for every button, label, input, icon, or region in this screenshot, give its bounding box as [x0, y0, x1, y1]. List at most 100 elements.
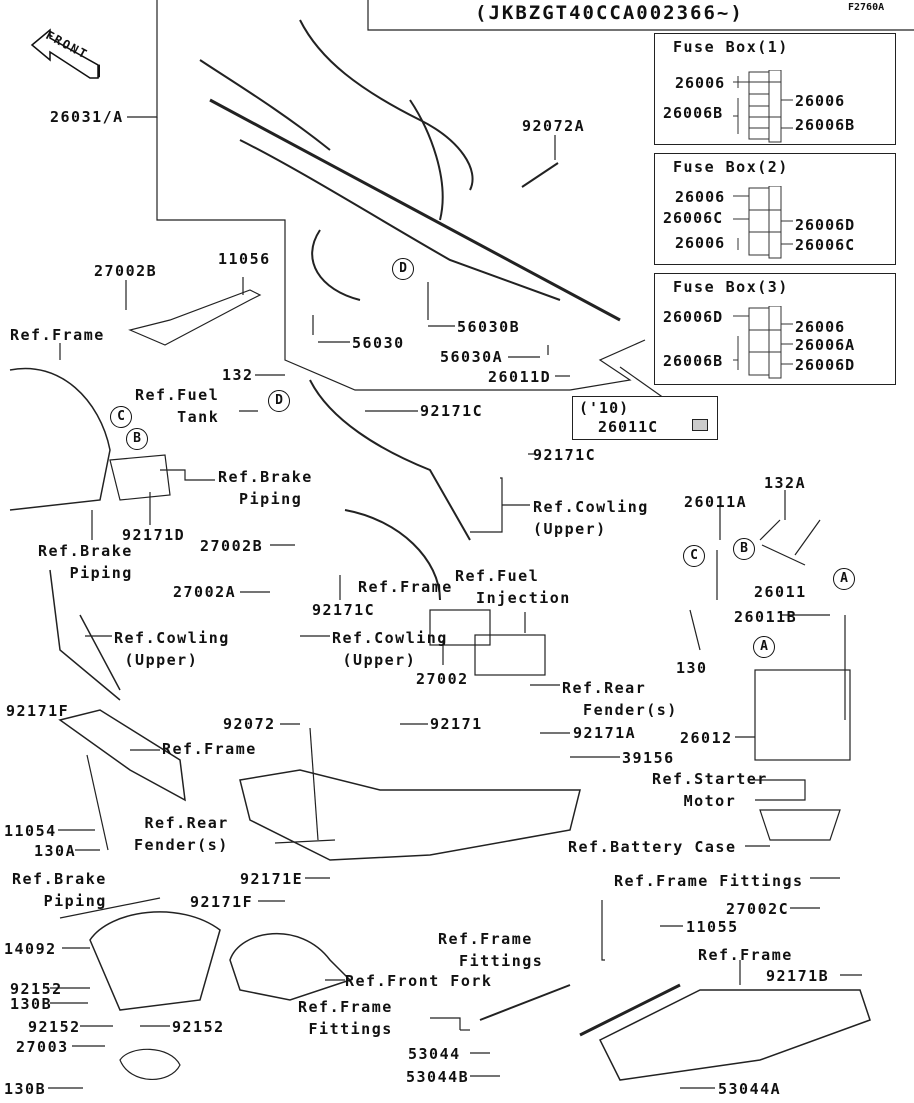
fuse-label[interactable]: 26006B — [663, 352, 724, 370]
fuse-label[interactable]: 26006 — [675, 234, 726, 252]
part-26011C[interactable]: 26011C — [598, 418, 659, 436]
fuse-box-3: Fuse Box(3) 26006D 26006B 26006 26006A 2… — [654, 273, 896, 385]
ref-fuel-tank: Ref.Fuel Tank — [135, 386, 220, 426]
fuse-box-1: Fuse Box(1) 26006 26006B 26006 26006B — [654, 33, 896, 145]
fuse-label[interactable]: 26006 — [675, 188, 726, 206]
fuse-label[interactable]: 26006D — [663, 308, 724, 326]
fuse-label[interactable]: 26006 — [795, 318, 846, 336]
fuse-label[interactable]: 26006C — [663, 209, 724, 227]
part-92171A[interactable]: 92171A — [573, 724, 637, 742]
ref-cowling-upper: Ref.Cowling (Upper) — [114, 629, 230, 669]
part-26031A[interactable]: 26031/A — [50, 108, 124, 126]
fuse-label[interactable]: 26006B — [663, 104, 724, 122]
variant-box: ('10) 26011C — [572, 396, 718, 440]
part-130B[interactable]: 130B — [10, 995, 53, 1013]
part-39156[interactable]: 39156 — [622, 749, 675, 767]
ref-cowling-upper: Ref.Cowling (Upper) — [533, 498, 649, 538]
part-130[interactable]: 130 — [676, 659, 708, 677]
part-27002[interactable]: 27002 — [416, 670, 469, 688]
part-92072[interactable]: 92072 — [223, 715, 276, 733]
part-92171C[interactable]: 92171C — [312, 601, 376, 619]
part-53044B[interactable]: 53044B — [406, 1068, 470, 1086]
ref-circle-b: B — [733, 538, 755, 560]
horn-outline — [119, 1048, 181, 1080]
part-130B[interactable]: 130B — [4, 1080, 47, 1098]
part-132A[interactable]: 132A — [764, 474, 807, 492]
rubber-strip — [579, 983, 681, 1037]
part-92152[interactable]: 92152 — [172, 1018, 225, 1036]
part-92171C[interactable]: 92171C — [533, 446, 597, 464]
connector-26011C-icon — [692, 419, 708, 431]
fi-module-outline — [474, 634, 546, 676]
fuse-label[interactable]: 26006D — [795, 216, 856, 234]
part-11055[interactable]: 11055 — [686, 918, 739, 936]
steering-stem-outline — [229, 933, 352, 1001]
ref-starter-motor: Ref.Starter Motor — [652, 770, 768, 810]
serial-range: (JKBZGT40CCA002366~) — [475, 2, 744, 24]
harness-trunk — [209, 98, 621, 322]
ref-brake-piping: Ref.Brake Piping — [218, 468, 313, 508]
ref-circle-b: B — [126, 428, 148, 450]
harness-group-outline-2 — [569, 339, 646, 391]
battery-outline — [754, 669, 851, 761]
ref-frame: Ref.Frame — [698, 946, 793, 964]
fuse-box-title: Fuse Box(2) — [673, 158, 789, 176]
fuse-block-icon — [733, 306, 793, 379]
ref-rear-fender: Ref.Rear Fender(s) — [134, 814, 229, 854]
part-27003[interactable]: 27003 — [16, 1038, 69, 1056]
fuse-label[interactable]: 26006D — [795, 356, 856, 374]
part-92171C[interactable]: 92171C — [420, 402, 484, 420]
part-92171B[interactable]: 92171B — [766, 967, 830, 985]
harness-group-outline — [156, 117, 570, 391]
part-92171D[interactable]: 92171D — [122, 526, 186, 544]
fuse-label[interactable]: 26006A — [795, 336, 856, 354]
part-92152[interactable]: 92152 — [28, 1018, 81, 1036]
fuse-label[interactable]: 26006B — [795, 116, 856, 134]
part-26011[interactable]: 26011 — [754, 583, 807, 601]
part-27002A[interactable]: 27002A — [173, 583, 237, 601]
part-27002B[interactable]: 27002B — [94, 262, 158, 280]
part-56030A[interactable]: 56030A — [440, 348, 504, 366]
part-26011D[interactable]: 26011D — [488, 368, 552, 386]
ref-frame-fittings: Ref.Frame Fittings — [298, 998, 393, 1038]
part-132[interactable]: 132 — [222, 366, 254, 384]
harness-leader — [127, 0, 158, 118]
ref-circle-a: A — [833, 568, 855, 590]
ref-frame-fittings: Ref.Frame Fittings — [614, 872, 804, 890]
serial-box-outline — [367, 0, 914, 31]
cover-outline — [89, 911, 221, 1011]
part-130A[interactable]: 130A — [34, 842, 77, 860]
subframe-outline — [58, 709, 186, 802]
part-14092[interactable]: 14092 — [4, 940, 57, 958]
part-92171F[interactable]: 92171F — [190, 893, 254, 911]
part-26011A[interactable]: 26011A — [684, 493, 748, 511]
part-92171F[interactable]: 92171F — [6, 702, 70, 720]
part-27002B[interactable]: 27002B — [200, 537, 264, 555]
fuse-label[interactable]: 26006 — [795, 92, 846, 110]
part-53044A[interactable]: 53044A — [718, 1080, 782, 1098]
part-92171E[interactable]: 92171E — [240, 870, 304, 888]
part-53044[interactable]: 53044 — [408, 1045, 461, 1063]
part-27002C[interactable]: 27002C — [726, 900, 790, 918]
part-92152[interactable]: 92152 — [10, 980, 63, 998]
ref-fuel-injection: Ref.Fuel Injection — [455, 567, 571, 607]
part-26011B[interactable]: 26011B — [734, 608, 798, 626]
ref-cowling-upper: Ref.Cowling (Upper) — [332, 629, 448, 669]
part-11054[interactable]: 11054 — [4, 822, 57, 840]
ref-brake-piping: Ref.Brake Piping — [12, 870, 107, 910]
battery-case-outline — [759, 809, 841, 841]
part-11056[interactable]: 11056 — [218, 250, 271, 268]
harness-branch — [239, 139, 561, 301]
part-92171[interactable]: 92171 — [430, 715, 483, 733]
frame-bar — [309, 379, 471, 541]
fuse-label[interactable]: 26006C — [795, 236, 856, 254]
part-26012[interactable]: 26012 — [680, 729, 733, 747]
ref-brake-piping: Ref.Brake Piping — [38, 542, 133, 582]
fuse-label[interactable]: 26006 — [675, 74, 726, 92]
part-92072A[interactable]: 92072A — [522, 117, 586, 135]
ref-circle-a: A — [753, 636, 775, 658]
ref-circle-c: C — [110, 406, 132, 428]
part-56030B[interactable]: 56030B — [457, 318, 521, 336]
part-56030[interactable]: 56030 — [352, 334, 405, 352]
